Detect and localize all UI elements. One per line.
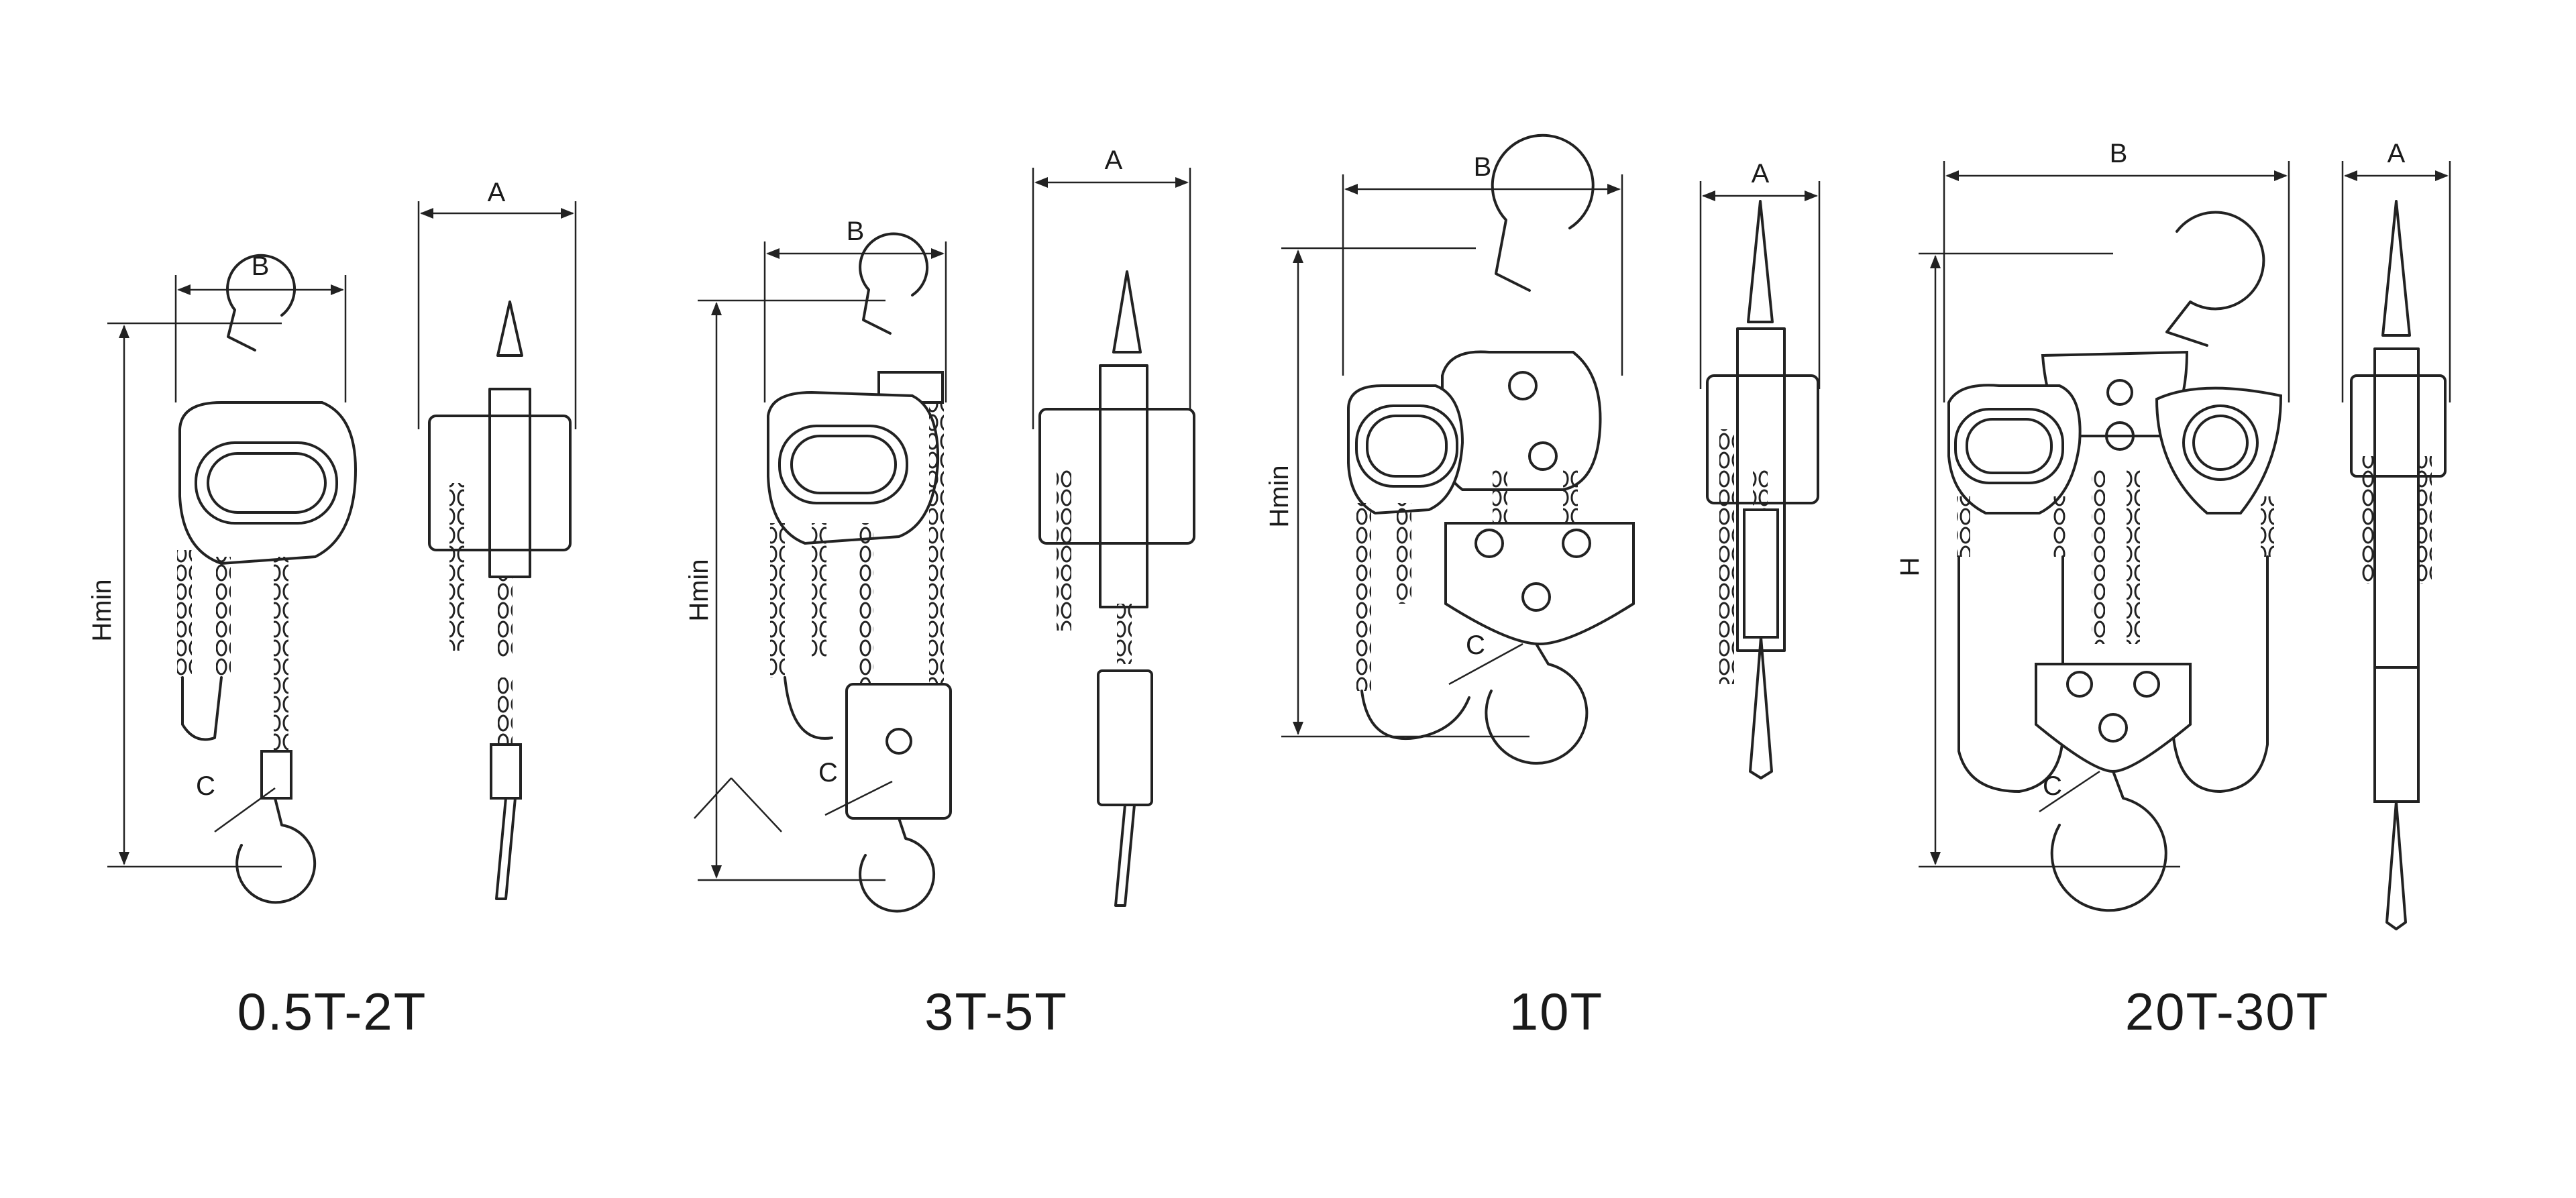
dimension-label-c: C xyxy=(1466,631,1485,660)
dimension-b: B xyxy=(174,252,347,402)
figure-caption: 0.5T-2T xyxy=(237,982,427,1041)
hand-chain-right xyxy=(216,557,231,677)
top-hook xyxy=(859,232,929,335)
hoist-front-view: C xyxy=(1347,133,1635,765)
dimension-label-hmin: Hmin xyxy=(1265,465,1294,527)
dimension-label-c: C xyxy=(2043,771,2062,801)
bottom-hook xyxy=(1485,643,1589,765)
hook-block xyxy=(260,750,292,800)
hoist-front-view: C xyxy=(1947,211,2283,912)
dimension-b: B xyxy=(1342,152,1623,376)
side-top-hook xyxy=(496,301,523,357)
figure-caption: 3T-5T xyxy=(924,982,1068,1041)
hoist-front-view: C xyxy=(767,232,952,913)
chain-loop xyxy=(181,676,223,741)
dimension-h: H xyxy=(1895,252,2180,868)
dimension-label-b: B xyxy=(847,217,865,246)
hook-opening-line xyxy=(214,787,276,833)
dimension-label-b: B xyxy=(1474,152,1492,182)
hand-chain-loop xyxy=(1957,555,2064,793)
bottom-block xyxy=(845,683,952,820)
gear-housing xyxy=(1947,384,2082,514)
hoist-side-view xyxy=(1038,270,1195,907)
side-housing xyxy=(1038,408,1195,545)
figure-caption: 10T xyxy=(1509,982,1603,1041)
dimension-label-a: A xyxy=(2387,139,2406,168)
hoist-side-view xyxy=(2350,200,2447,930)
hoist-front-view: C xyxy=(177,254,358,904)
hoist-side-view xyxy=(1706,200,1819,779)
figure-20t-30t: B A H xyxy=(1895,139,2451,1041)
housing-window xyxy=(1954,408,2064,484)
hand-chain-left xyxy=(177,550,192,677)
dimension-label-c: C xyxy=(818,758,838,787)
dimension-hmin: Hmin xyxy=(87,322,282,868)
dimension-b: B xyxy=(1943,139,2290,402)
dimension-label-b: B xyxy=(2110,139,2128,168)
figure-10t: B A Hmin xyxy=(1265,133,1821,1041)
chain-loop xyxy=(784,676,833,740)
dimension-a: A xyxy=(2341,139,2451,402)
housing-window xyxy=(195,441,338,525)
figure-caption: 20T-30T xyxy=(2125,982,2329,1041)
dimension-a: A xyxy=(1032,146,1191,429)
dimension-hmin: Hmin xyxy=(684,299,885,881)
gear-housing xyxy=(767,390,940,545)
dimension-label-h: H xyxy=(1895,557,1925,577)
top-hook xyxy=(226,254,297,351)
bottom-hook xyxy=(859,817,936,913)
top-hook xyxy=(2165,211,2265,347)
dimension-label-hmin: Hmin xyxy=(684,559,714,621)
figure-0-5t-2t: B A Hmin C xyxy=(87,178,577,1041)
gear-housing xyxy=(178,401,358,565)
dimension-label-hmin: Hmin xyxy=(87,579,117,641)
bottom-hook xyxy=(2050,770,2167,912)
figure-3t-5t: B A Hmin xyxy=(684,146,1195,1041)
housing-window xyxy=(1355,404,1458,488)
top-hook xyxy=(1491,133,1595,292)
dimension-hmin: Hmin xyxy=(1265,247,1529,738)
hoist-side-view xyxy=(428,301,572,900)
dimension-label-c: C xyxy=(196,771,215,801)
dimension-a: A xyxy=(417,178,577,429)
dimension-label-a: A xyxy=(488,178,506,207)
dimension-label-a: A xyxy=(1105,146,1123,175)
dimension-a: A xyxy=(1699,159,1821,389)
bottom-hook xyxy=(235,797,317,904)
load-chain xyxy=(274,557,288,758)
dimension-b: B xyxy=(763,217,947,402)
housing-window xyxy=(778,425,908,504)
side-housing xyxy=(428,415,572,551)
dimension-label-a: A xyxy=(1752,159,1770,188)
